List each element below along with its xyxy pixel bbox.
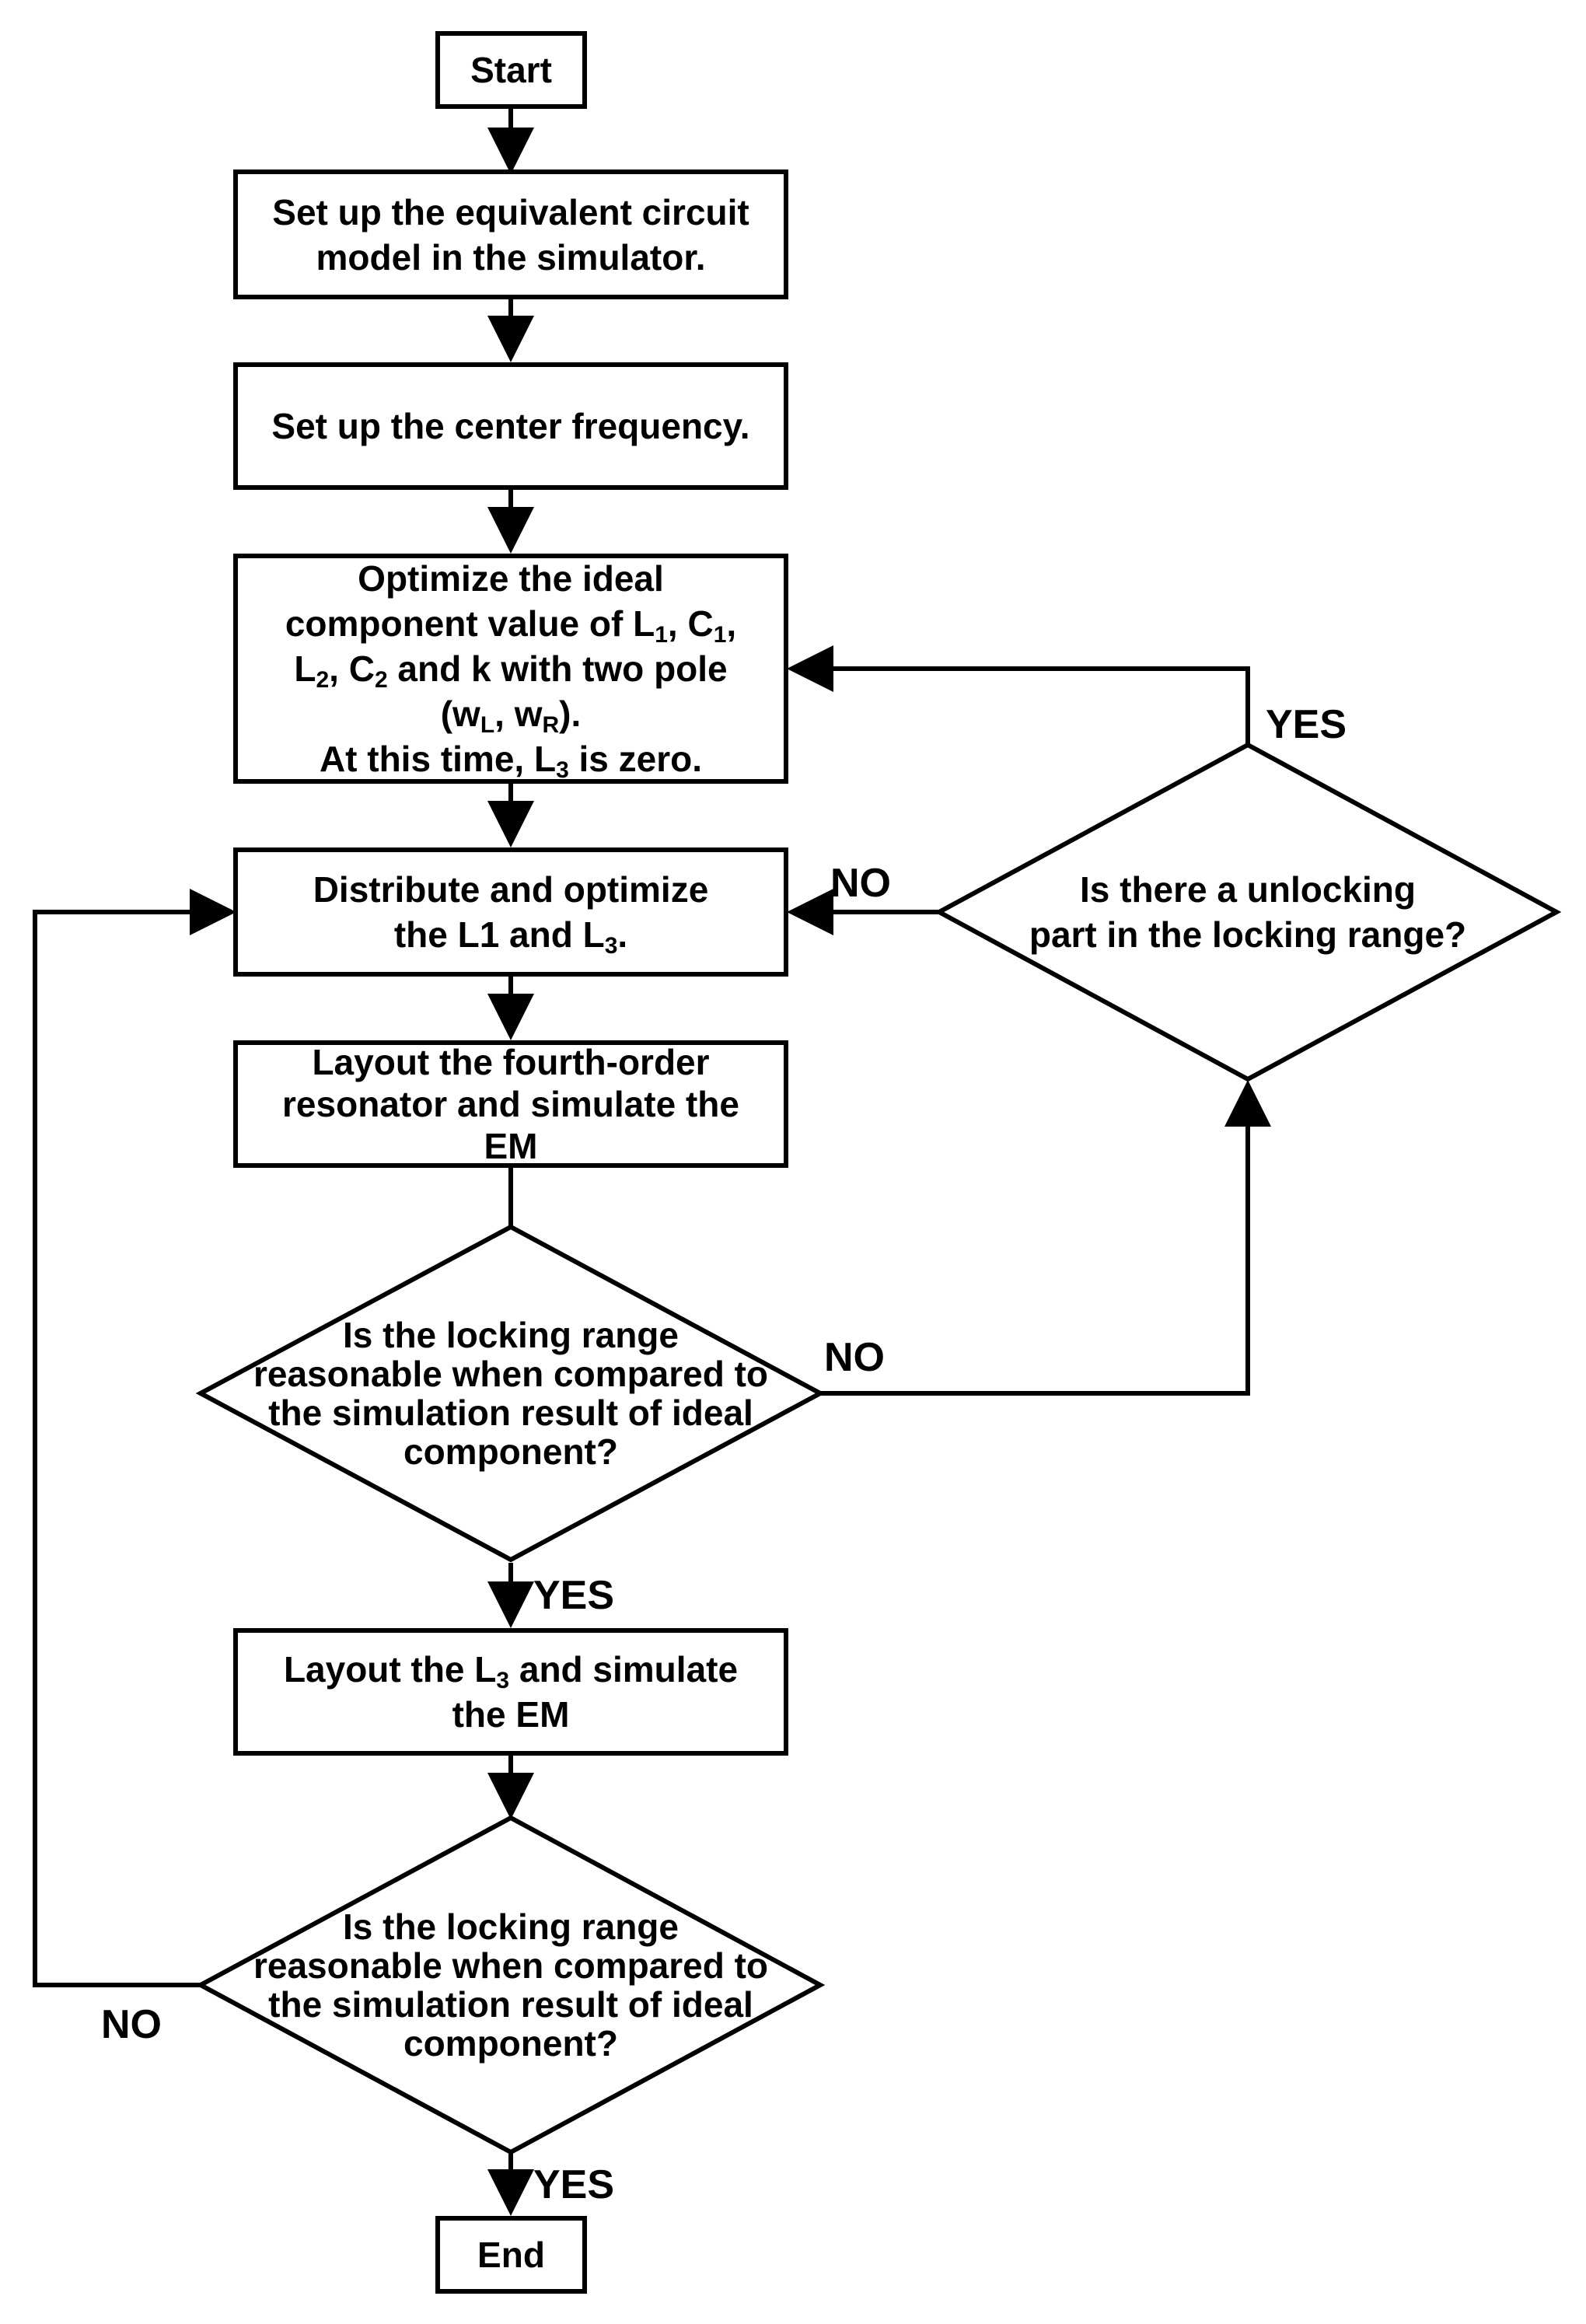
decision-range-1-text: Is the locking range reasonable when com…	[239, 1314, 783, 1473]
layout-resonator-line-3: EM	[484, 1126, 538, 1166]
decision-range-2-line-3: the simulation result of ideal	[268, 1984, 753, 2025]
layout-resonator-line-1: Layout the fourth-order	[312, 1042, 710, 1082]
layout-l3-line-1: Layout the L3 and simulate	[283, 1649, 739, 1693]
decision-range-2-line-4: component?	[403, 2023, 618, 2064]
optimize-line-3: L2, C2 and k with two pole	[294, 648, 728, 693]
label-yes-range-2: YES	[533, 2162, 615, 2207]
decision-range-2-text: Is the locking range reasonable when com…	[239, 1906, 783, 2064]
setup-freq-node: Set up the center frequency.	[233, 362, 788, 490]
label-no-range-2: NO	[101, 2002, 162, 2047]
setup-model-line-2: model in the simulator.	[316, 236, 706, 278]
decision-unlocking-line-1: Is there a unlocking	[1080, 869, 1416, 910]
distribute-line-2: the L1 and L3.	[393, 914, 628, 959]
decision-range-2-line-1: Is the locking range	[343, 1906, 679, 1947]
label-yes-unlocking: YES	[1266, 702, 1347, 747]
start-node: Start	[435, 31, 587, 109]
layout-resonator-line-2: resonator and simulate the	[282, 1084, 739, 1124]
optimize-node: Optimize the ideal component value of L1…	[233, 554, 788, 784]
distribute-line-1: Distribute and optimize	[313, 869, 709, 910]
start-label: Start	[470, 50, 552, 90]
optimize-line-4: (wL, wR).	[440, 694, 582, 738]
edge-decision-range-1-no	[820, 1080, 1271, 1396]
layout-l3-line-2: the EM	[452, 1694, 570, 1735]
layout-l3-node: Layout the L3 and simulate the EM	[233, 1628, 788, 1756]
optimize-line-2: component value of L1, C1,	[285, 603, 737, 648]
end-label: End	[477, 2235, 545, 2275]
end-node: End	[435, 2216, 587, 2294]
decision-unlocking-line-2: part in the locking range?	[1029, 914, 1467, 955]
layout-resonator-node: Layout the fourth-order resonator and si…	[233, 1040, 788, 1168]
edge-unlocking-yes	[787, 645, 1250, 745]
decision-range-2-diamond	[195, 1815, 826, 2155]
decision-range-2-line-2: reasonable when compared to	[253, 1945, 769, 1986]
setup-freq-line: Set up the center frequency.	[271, 406, 750, 446]
setup-model-node: Set up the equivalent circuit model in t…	[233, 169, 788, 299]
label-no-range-1: NO	[824, 1335, 885, 1380]
decision-range-1-line-3: the simulation result of ideal	[268, 1393, 753, 1433]
optimize-line-1: Optimize the ideal	[358, 558, 664, 599]
label-no-unlocking: NO	[830, 861, 891, 906]
distribute-node: Distribute and optimize the L1 and L3.	[233, 847, 788, 977]
decision-unlocking-diamond	[934, 742, 1562, 1082]
setup-model-line-1: Set up the equivalent circuit	[272, 191, 749, 232]
decision-range-1-line-4: component?	[403, 1431, 618, 1472]
decision-range-1-line-2: reasonable when compared to	[253, 1354, 769, 1394]
optimize-line-5: At this time, L3 is zero.	[319, 739, 703, 783]
edge-decision-range-2-no	[33, 889, 236, 1987]
decision-range-1-line-1: Is the locking range	[343, 1315, 679, 1355]
label-yes-range-1: YES	[533, 1573, 615, 1618]
decision-range-1-diamond	[195, 1224, 826, 1563]
decision-unlocking-text: Is there a unlocking part in the locking…	[1011, 861, 1485, 963]
